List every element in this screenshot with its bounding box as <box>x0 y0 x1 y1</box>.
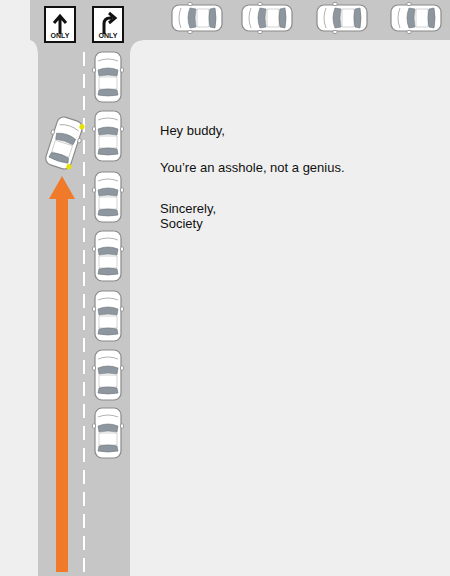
sign-arrow <box>93 8 123 36</box>
sign-text: ONLY <box>94 32 122 40</box>
note-text: You’re an asshole, not a genius. <box>160 160 345 176</box>
note-text: Sincerely, <box>160 201 216 217</box>
sign-arrow <box>45 8 75 36</box>
note-text: Society <box>160 216 203 232</box>
straight-only-sign: ONLY <box>44 6 76 43</box>
sign-text: ONLY <box>46 32 74 40</box>
note-text: Hey buddy, <box>160 123 225 139</box>
right-turn-only-sign: ONLY <box>92 6 124 43</box>
